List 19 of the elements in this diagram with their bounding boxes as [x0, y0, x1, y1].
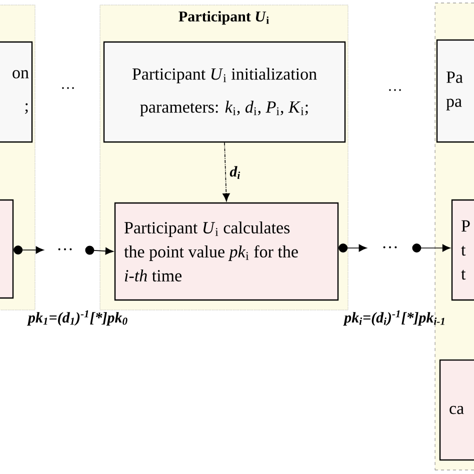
ellipsis: … [62, 87, 74, 89]
ellipsis: … [389, 89, 401, 91]
process-box: on ; [0, 41, 33, 143]
process-box [0, 199, 14, 299]
arrow [412, 244, 450, 252]
arrow [85, 246, 114, 255]
ellipsis: … [383, 246, 397, 248]
formula-label: pk$_{1}$=(d$_{1}$)$^{-1}$[*]pk$_{0}$ [26, 310, 128, 326]
ellipsis: … [58, 248, 72, 250]
process-box: ca [439, 359, 474, 461]
arrow [14, 246, 44, 254]
process-box: P t t [451, 199, 474, 301]
edge-label: d$_{i}$ [230, 166, 240, 179]
process-box: Participant U$_{i}$ calculates the point value pk$_{i}$ for the i-th time [114, 202, 339, 301]
arrow [338, 244, 367, 252]
formula-label: pk$_{i}$=(d$_{i}$)$^{-1}$[*]pk$_{i-1}$ [343, 310, 444, 326]
arrow [222, 142, 230, 202]
process-box: Pa pa [436, 39, 474, 143]
process-box: Participant U$_{i}$ initialization parameters: k$_{i}$, d$_{i}$, P$_{i}$, K$_{i}$; [103, 41, 346, 143]
